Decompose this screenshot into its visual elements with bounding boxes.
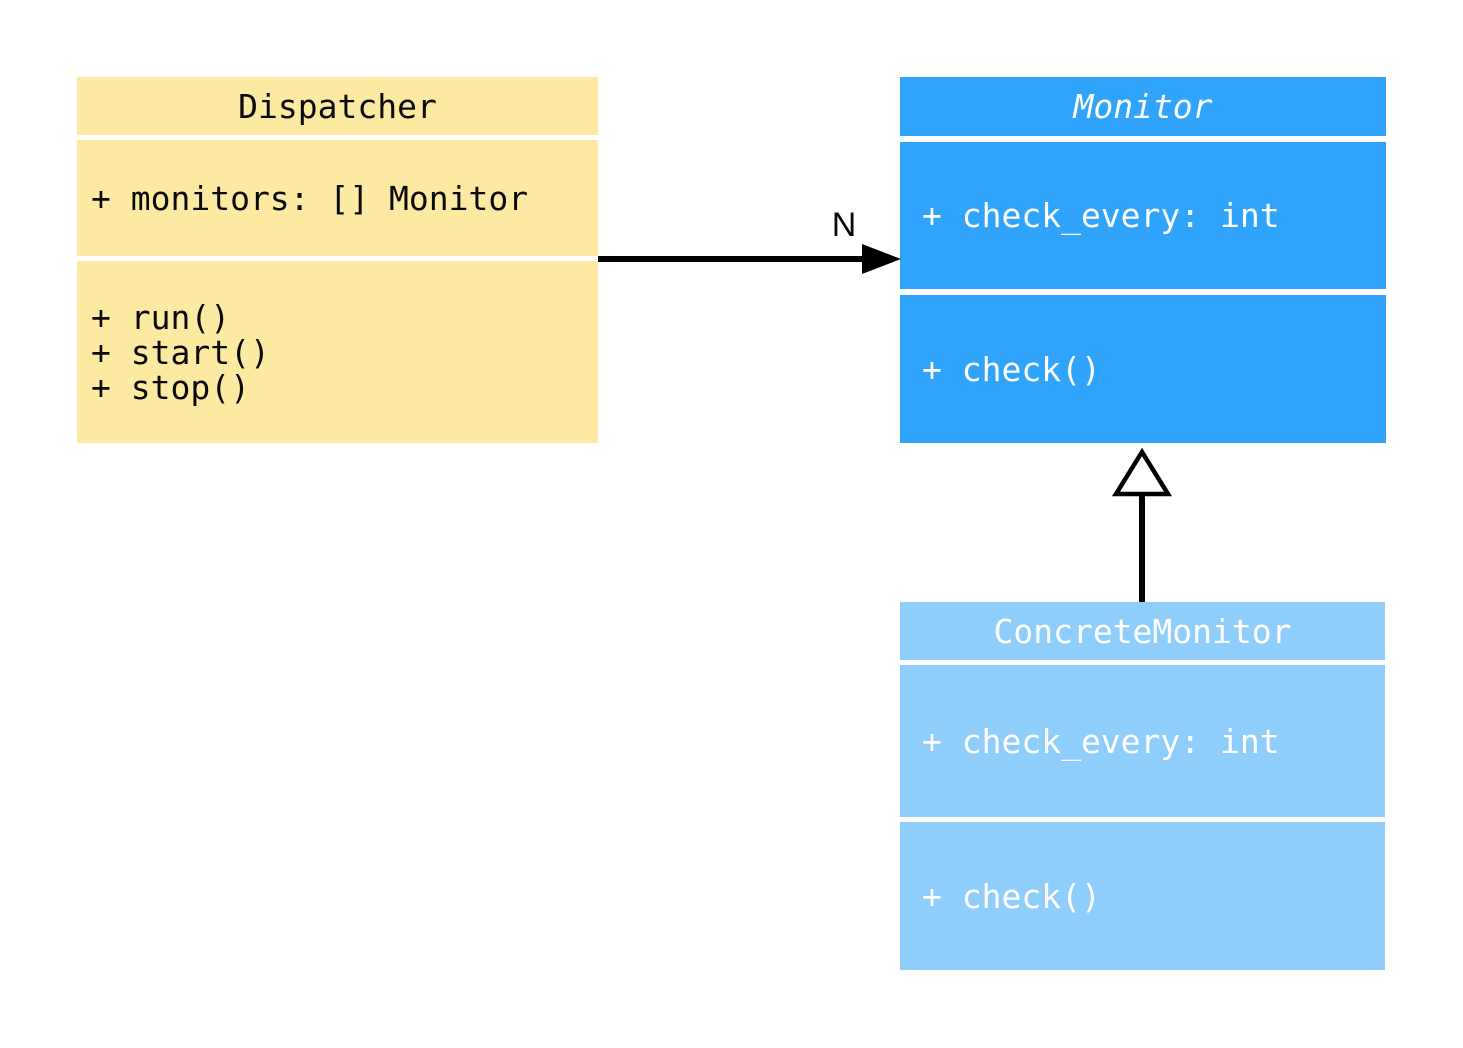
inheritance-arrow (1111, 447, 1173, 602)
method-line: + run() (91, 297, 231, 337)
method-line: + check() (922, 349, 1101, 389)
class-title-monitor: Monitor (900, 77, 1386, 136)
attribute-line: + check_every: int (922, 196, 1280, 235)
class-methods-dispatcher: + run() + start() + stop() (77, 261, 598, 443)
class-attributes-dispatcher: + monitors: [] Monitor (77, 140, 598, 256)
method-line: + start() (91, 332, 270, 372)
class-title-dispatcher: Dispatcher (77, 77, 598, 135)
class-attributes-monitor: + check_every: int (900, 142, 1386, 289)
attribute-line: + monitors: [] Monitor (91, 178, 529, 218)
attribute-line: + check_every: int (922, 721, 1280, 761)
class-name: Dispatcher (238, 86, 437, 126)
hollow-triangle-arrowhead-icon (1111, 447, 1173, 497)
class-box-dispatcher: Dispatcher + monitors: [] Monitor + run(… (77, 77, 598, 443)
class-methods-concrete-monitor: + check() (900, 822, 1385, 970)
class-name: ConcreteMonitor (993, 611, 1292, 651)
method-line: + stop() (91, 367, 250, 407)
association-multiplicity-label: N (831, 206, 857, 244)
filled-arrowhead-icon (862, 244, 901, 274)
class-box-concrete-monitor: ConcreteMonitor + check_every: int + che… (900, 602, 1385, 970)
class-methods-monitor: + check() (900, 295, 1386, 443)
class-box-monitor: Monitor + check_every: int + check() (900, 77, 1386, 443)
method-line: + check() (922, 876, 1101, 916)
class-title-concrete-monitor: ConcreteMonitor (900, 602, 1385, 660)
class-name: Monitor (1073, 87, 1213, 126)
association-arrow (598, 244, 901, 274)
class-attributes-concrete-monitor: + check_every: int (900, 665, 1385, 817)
